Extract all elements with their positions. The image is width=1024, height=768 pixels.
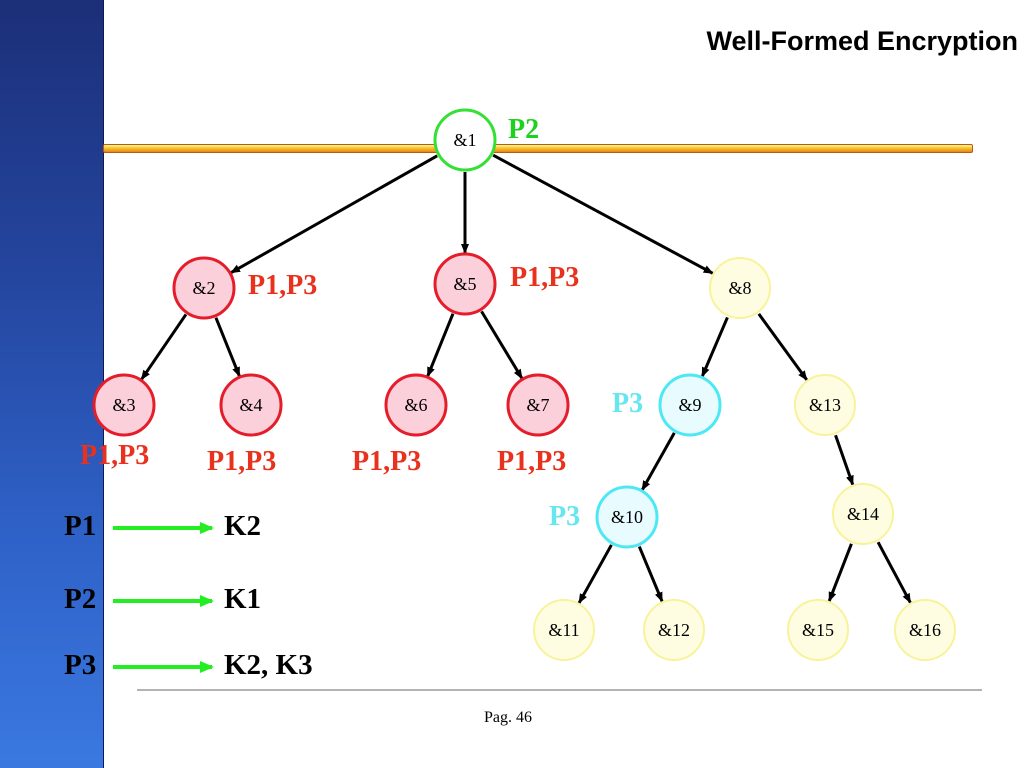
node-circle: [433, 252, 497, 316]
edge-n13-n14: [834, 434, 855, 486]
tree-node-n2: &2: [172, 256, 236, 320]
tree-node-n1: &1: [433, 108, 497, 172]
tree-node-n4: &4: [219, 373, 283, 437]
node-label: &12: [658, 620, 690, 640]
annotation-n4: P1,P3: [207, 446, 276, 477]
tree-node-n7: &7: [506, 373, 570, 437]
tree-node-n9: &9: [658, 373, 722, 437]
edge-n9-n10: [640, 432, 676, 491]
legend-keys: K2, K3: [224, 649, 313, 681]
legend-keys: K2: [224, 510, 262, 542]
node-circle: [894, 599, 956, 661]
tree-node-n12: &12: [643, 599, 705, 661]
page-number: Pag. 46: [484, 709, 532, 726]
tree-node-n8: &8: [709, 257, 771, 319]
edge-n2-n4: [214, 317, 241, 378]
edge-n2-n3: [140, 313, 188, 381]
node-circle: [219, 373, 283, 437]
tree-node-n6: &6: [384, 373, 448, 437]
tree-node-n10: &10: [595, 485, 659, 549]
legend-principal: P1: [64, 510, 97, 542]
annotation-n7: P1,P3: [497, 446, 566, 477]
title-underline-bar: [103, 144, 973, 153]
node-circle: [709, 257, 771, 319]
tree-node-n3: &3: [92, 373, 156, 437]
edge-n8-n13: [757, 313, 808, 381]
node-label: &16: [909, 620, 941, 640]
node-label: &6: [404, 395, 427, 415]
tree-node-n15: &15: [787, 599, 849, 661]
annotation-n3: P1,P3: [80, 440, 149, 471]
edge-n8-n9: [700, 316, 729, 378]
slide-title: Well-Formed Encryption: [706, 26, 1018, 56]
annotation-n9: P3: [612, 388, 643, 419]
node-circle: [643, 599, 705, 661]
node-circle: [433, 108, 497, 172]
tree-node-n16: &16: [894, 599, 956, 661]
node-label: &11: [548, 620, 579, 640]
node-circle: [92, 373, 156, 437]
node-label: &9: [678, 395, 701, 415]
edge-n1-n2: [230, 154, 438, 275]
legend-principal: P3: [64, 649, 97, 681]
edge-n10-n12: [637, 545, 664, 603]
annotation-n10: P3: [549, 501, 580, 532]
annotation-n2: P1,P3: [248, 270, 317, 301]
legend-principal: P2: [64, 583, 97, 615]
node-circle: [595, 485, 659, 549]
legend-keys: K1: [224, 583, 262, 615]
tree-node-n11: &11: [533, 599, 595, 661]
annotation-n6: P1,P3: [352, 446, 421, 477]
edge-n1-n8: [492, 153, 714, 275]
footer-divider: [137, 689, 982, 691]
node-label: &15: [802, 620, 834, 640]
tree-node-n5: &5: [433, 252, 497, 316]
node-label: &14: [847, 504, 879, 524]
node-circle: [794, 374, 856, 436]
node-circle: [172, 256, 236, 320]
tree-node-n13: &13: [794, 374, 856, 436]
node-label: &1: [453, 130, 476, 150]
edge-n5-n6: [426, 313, 455, 378]
node-label: &8: [728, 278, 751, 298]
node-circle: [832, 483, 894, 545]
annotation-n1: P2: [508, 114, 539, 145]
tree-node-n14: &14: [832, 483, 894, 545]
node-label: &5: [453, 274, 476, 294]
node-label: &2: [192, 278, 215, 298]
node-label: &4: [239, 395, 262, 415]
node-circle: [384, 373, 448, 437]
node-circle: [658, 373, 722, 437]
edge-n10-n11: [577, 544, 613, 604]
edge-n5-n7: [480, 310, 524, 380]
node-label: &3: [112, 395, 135, 415]
node-label: &10: [611, 507, 643, 527]
node-label: &7: [526, 395, 549, 415]
edge-n14-n15: [827, 543, 853, 603]
slide-sidebar: [0, 0, 104, 768]
node-circle: [787, 599, 849, 661]
node-circle: [506, 373, 570, 437]
node-circle: [533, 599, 595, 661]
node-label: &13: [809, 395, 841, 415]
edge-n14-n16: [876, 541, 912, 604]
annotation-n5: P1,P3: [510, 262, 579, 293]
